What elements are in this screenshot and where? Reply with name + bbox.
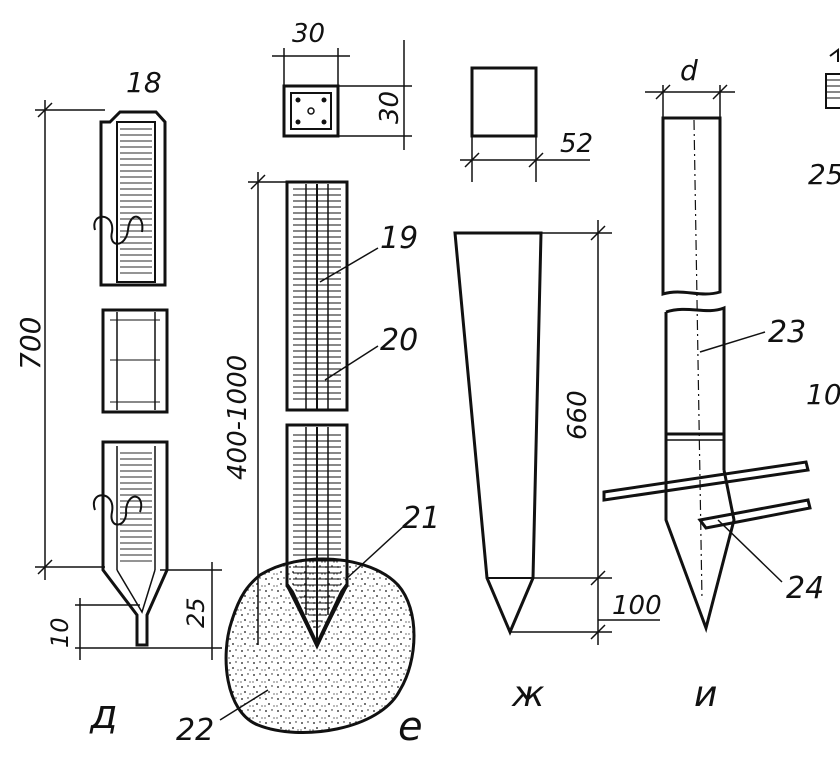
- label-24: 24: [786, 571, 824, 606]
- dim-700: 700: [14, 317, 47, 370]
- dim-660: 660: [563, 390, 593, 440]
- dim-400-1000: 400-1000: [223, 355, 253, 480]
- label-20: 20: [380, 323, 418, 358]
- figure-e-pile: [219, 40, 416, 734]
- label-23: 23: [768, 315, 806, 350]
- dim-10-edge: 10: [806, 378, 840, 411]
- caption-d: д: [89, 692, 118, 738]
- dim-10-left: 10: [46, 617, 74, 648]
- figure-d-pile: [35, 100, 222, 660]
- label-19: 19: [380, 221, 418, 256]
- label-18: 18: [126, 66, 162, 99]
- dim-25-edge: 25: [808, 158, 840, 191]
- dim-100: 100: [612, 591, 662, 621]
- dim-30-height: 30: [375, 91, 405, 124]
- caption-zh: ж: [511, 674, 545, 715]
- dim-30-width: 30: [292, 19, 325, 49]
- caption-i: и: [694, 674, 717, 715]
- label-21: 21: [402, 501, 440, 536]
- dim-d: d: [680, 54, 698, 87]
- label-22: 22: [176, 713, 214, 748]
- caption-e: е: [398, 704, 423, 750]
- dim-25-left: 25: [182, 597, 210, 628]
- figure-i-pile: [602, 48, 840, 634]
- figure-zh-pile: [453, 66, 660, 645]
- dim-52: 52: [560, 129, 593, 159]
